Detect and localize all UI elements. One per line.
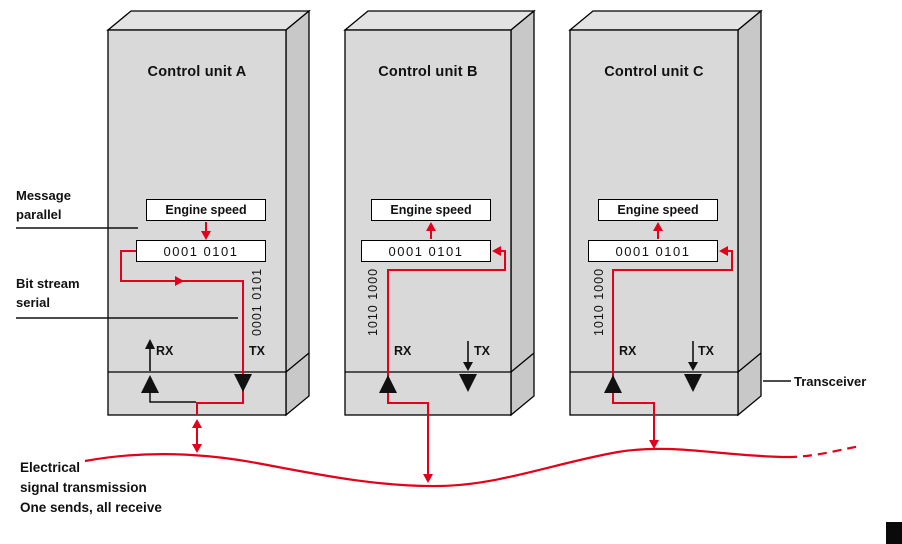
unit-a-serial-bits: 0001 0101 <box>250 267 264 337</box>
unit-a-bus-link-down-arrowhead-icon <box>192 444 202 453</box>
unit-c-rx-label: RX <box>619 344 637 358</box>
bus-note-label: Electrical signal transmission One sends… <box>20 460 162 515</box>
unit-c-parallel-bits-box: 0001 0101 <box>588 240 718 262</box>
unit-c-rx-receive-triangle-icon <box>604 375 622 393</box>
unit-b-front-face <box>344 29 512 416</box>
unit-b-tx-label: TX <box>474 344 490 358</box>
unit-c-graphics <box>568 9 763 449</box>
unit-c-title: Control unit C <box>604 64 704 80</box>
unit-a-bus-link-up-arrowhead-icon <box>192 419 202 428</box>
unit-a-signal-box: Engine speed <box>146 199 266 221</box>
page-corner-mark <box>886 522 902 544</box>
unit-a-title: Control unit A <box>147 64 247 80</box>
unit-b-top-face <box>343 10 536 31</box>
transceiver-label: Transceiver <box>794 374 867 389</box>
unit-b-signal-box: Engine speed <box>371 199 491 221</box>
unit-b-bus-link-down-arrowhead-icon <box>423 474 433 483</box>
unit-c-signal-flow-line <box>612 250 733 444</box>
unit-b-rx-receive-triangle-icon <box>379 375 397 393</box>
unit-a-serial-arrowhead-icon <box>175 276 184 286</box>
unit-a-side-face <box>285 9 310 417</box>
unit-b-parallel-arrowhead-icon <box>426 222 436 231</box>
unit-c-parallel-bits: 0001 0101 <box>615 243 691 259</box>
bus-wave-line <box>84 447 789 488</box>
unit-c-tx-send-triangle-icon <box>684 374 702 392</box>
unit-c-signal-box: Engine speed <box>598 199 718 221</box>
unit-b-serial-arrowhead-icon <box>492 246 501 256</box>
unit-b-serial-bits: 1010 1000 <box>366 267 380 337</box>
unit-a-graphics <box>106 9 311 453</box>
unit-c-tx-arrowhead-icon <box>688 362 698 371</box>
message-parallel-label: Message parallel <box>16 188 71 222</box>
unit-b-transceiver-divider-side <box>510 352 535 373</box>
unit-a-rx-stem-line <box>149 393 196 403</box>
unit-a-parallel-bits: 0001 0101 <box>163 243 239 259</box>
unit-c-transceiver-divider-side <box>737 352 762 373</box>
unit-a-parallel-bits-box: 0001 0101 <box>136 240 266 262</box>
unit-a-rx-label: RX <box>156 344 174 358</box>
unit-b-tx-arrowhead-icon <box>463 362 473 371</box>
unit-c-side-face <box>737 9 762 417</box>
unit-b-rx-label: RX <box>394 344 412 358</box>
unit-b-graphics <box>343 9 536 483</box>
unit-b-parallel-bits-box: 0001 0101 <box>361 240 491 262</box>
unit-c-bus-link-down-arrowhead-icon <box>649 440 659 449</box>
bus-wave-line-dashed <box>787 444 861 459</box>
unit-a-rx-receive-triangle-icon <box>141 375 159 393</box>
unit-a-tx-label: TX <box>249 344 265 358</box>
unit-c-serial-bits: 1010 1000 <box>592 267 606 337</box>
unit-b-signal-label: Engine speed <box>390 203 472 217</box>
unit-c-serial-arrowhead-icon <box>719 246 728 256</box>
unit-a-tx-send-triangle-icon <box>234 374 252 392</box>
unit-a-transceiver-divider-side <box>285 352 310 373</box>
unit-b-title: Control unit B <box>378 64 478 80</box>
unit-c-signal-label: Engine speed <box>617 203 699 217</box>
unit-a-front-face <box>107 29 287 416</box>
unit-a-top-face <box>106 10 311 31</box>
unit-b-signal-flow-line <box>387 250 506 478</box>
unit-a-signal-label: Engine speed <box>165 203 247 217</box>
unit-a-signal-flow-line <box>120 250 244 415</box>
unit-c-tx-label: TX <box>698 344 714 358</box>
unit-c-top-face <box>568 10 763 31</box>
unit-c-parallel-arrowhead-icon <box>653 222 663 231</box>
unit-b-parallel-bits: 0001 0101 <box>388 243 464 259</box>
unit-a-parallel-arrowhead-icon <box>201 231 211 240</box>
unit-c-front-face <box>569 29 739 416</box>
unit-a-rx-arrowhead-icon <box>145 339 155 349</box>
unit-b-tx-send-triangle-icon <box>459 374 477 392</box>
bit-stream-serial-label: Bit stream serial <box>16 276 80 310</box>
unit-b-side-face <box>510 9 535 417</box>
